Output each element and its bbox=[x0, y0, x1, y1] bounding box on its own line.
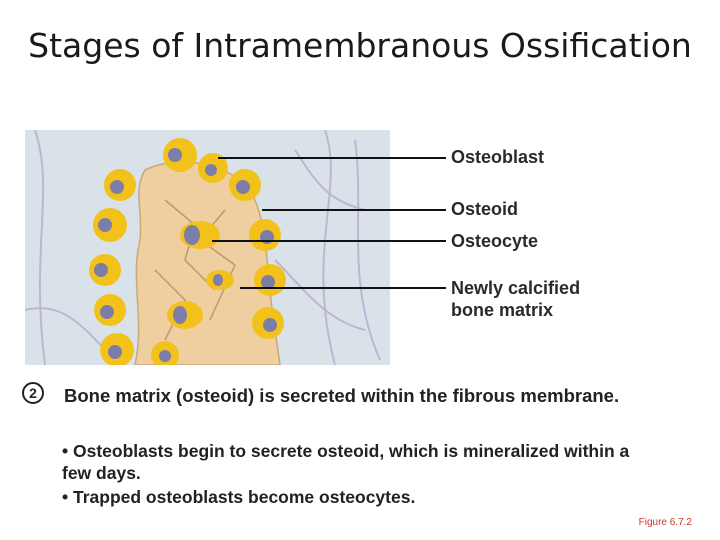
osteoblast-leader bbox=[218, 157, 446, 159]
ossification-illustration bbox=[25, 130, 390, 365]
osteoblasts bbox=[89, 138, 286, 365]
figure-reference: Figure 6.7.2 bbox=[638, 517, 692, 528]
step-heading: Bone matrix (osteoid) is secreted within… bbox=[64, 385, 620, 406]
slide-title: Stages of Intramembranous Ossification bbox=[28, 26, 692, 65]
label-osteoid: Osteoid bbox=[451, 199, 519, 219]
step-number-badge: 2 bbox=[22, 382, 44, 404]
tissue-drawing bbox=[25, 130, 381, 365]
osteocyte-leader bbox=[212, 240, 446, 242]
bullet-1: • Osteoblasts begin to secrete osteoid, … bbox=[62, 441, 630, 483]
calcified-leader bbox=[240, 287, 446, 289]
bullet-2: • Trapped osteoblasts become osteocytes. bbox=[62, 487, 416, 507]
osteocytes bbox=[167, 221, 234, 329]
label-calcified-line2: bone matrix bbox=[451, 300, 554, 320]
label-osteocyte: Osteocyte bbox=[451, 231, 539, 251]
osteoid-leader bbox=[262, 209, 446, 211]
label-osteoblast: Osteoblast bbox=[451, 147, 545, 167]
label-calcified-line1: Newly calcified bbox=[451, 278, 581, 298]
